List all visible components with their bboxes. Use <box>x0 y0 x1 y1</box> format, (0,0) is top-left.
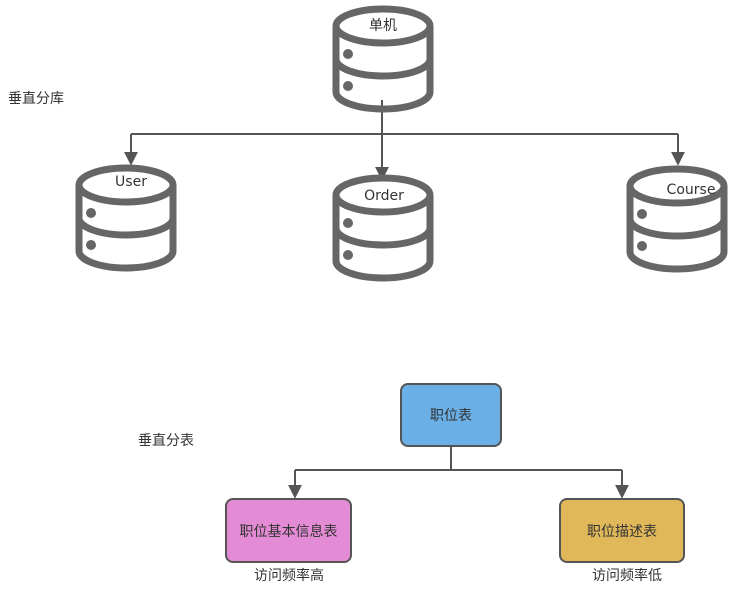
description-caption: 访问频率低 <box>592 568 662 584</box>
basic-info-table-box: 职位基本信息表 <box>225 498 352 563</box>
description-table-label: 职位描述表 <box>587 523 657 540</box>
course-db-label: Course <box>666 182 716 198</box>
vertical-table-label: 垂直分表 <box>138 433 194 449</box>
table-connectors <box>288 447 629 499</box>
position-table-label: 职位表 <box>430 408 472 424</box>
order-db-label: Order <box>364 188 404 204</box>
basic-info-table-label: 职位基本信息表 <box>239 523 338 540</box>
vertical-db-label: 垂直分库 <box>8 91 64 107</box>
position-table-box: 职位表 <box>400 383 502 447</box>
basic-info-caption: 访问频率高 <box>254 568 324 584</box>
user-db-label: User <box>115 174 147 190</box>
description-table-box: 职位描述表 <box>559 498 685 563</box>
source-db-label: 单机 <box>369 18 397 34</box>
db-connectors <box>124 100 685 181</box>
